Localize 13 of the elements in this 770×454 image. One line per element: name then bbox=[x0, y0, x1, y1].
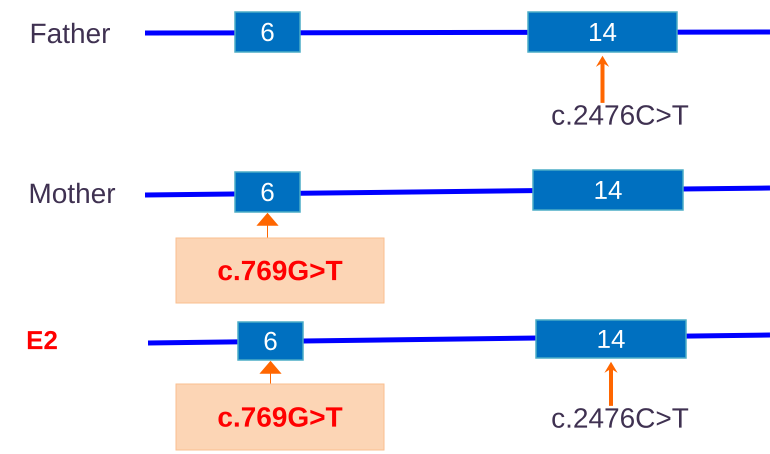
variant-label: c.2476C>T bbox=[552, 105, 688, 125]
exon-box: 14 bbox=[535, 319, 687, 359]
variant-label: c.2476C>T bbox=[552, 408, 688, 428]
variant-box: c.769G>T bbox=[176, 238, 384, 304]
row-label: Mother bbox=[30, 182, 116, 204]
exon-box: 6 bbox=[237, 321, 304, 361]
exon-box: 6 bbox=[234, 171, 301, 213]
row-label: E2 bbox=[28, 330, 57, 350]
variant-box: c.769G>T bbox=[176, 384, 384, 450]
exon-box: 14 bbox=[532, 169, 684, 211]
row-label: Father bbox=[32, 22, 110, 44]
exon-box: 6 bbox=[234, 11, 301, 53]
exon-box: 14 bbox=[527, 11, 678, 53]
